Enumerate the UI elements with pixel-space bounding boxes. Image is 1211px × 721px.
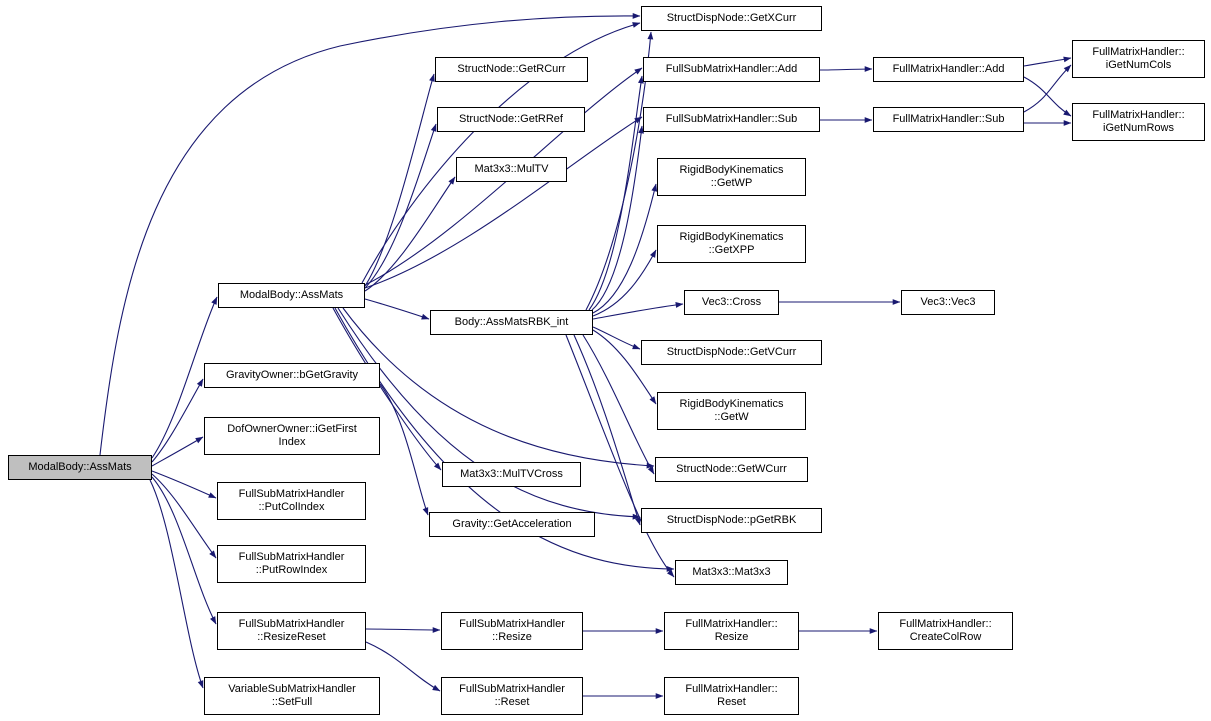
edge-fullmatrixhandler-add--fullmatrixhandler-igetnumcols [1023,56,1072,67]
node-structnode-getrref[interactable]: StructNode::GetRRef [437,107,585,132]
edge-modalbody-assmats-root--variablesubmatrixhandler-setfull [149,479,204,689]
node-fullsubmatrixhandler-reset[interactable]: FullSubMatrixHandler ::Reset [441,677,583,715]
edge-modalbody-assmats--structnode-getrref [364,123,437,289]
node-rigidbodykinematics-getxpp[interactable]: RigidBodyKinematics ::GetXPP [657,225,806,263]
edge-body-assmatsrbk-int--rigidbodykinematics-getxpp [592,249,657,317]
node-vec3-vec3[interactable]: Vec3::Vec3 [901,290,995,315]
edge-modalbody-assmats--structnode-getwcurr [342,307,655,469]
edge-body-assmatsrbk-int--structdispnode-getvcurr [592,326,641,350]
edge-modalbody-assmats-root--dofownerowner-igetfirstindex [151,436,204,467]
edge-body-assmatsrbk-int--mat3x3-mat3x3 [565,334,675,578]
node-dofownerowner-igetfirstindex[interactable]: DofOwnerOwner::iGetFirst Index [204,417,380,455]
node-fullmatrixhandler-resize[interactable]: FullMatrixHandler:: Resize [664,612,799,650]
node-variablesubmatrixhandler-setfull[interactable]: VariableSubMatrixHandler ::SetFull [204,677,380,715]
node-fullsubmatrixhandler-sub[interactable]: FullSubMatrixHandler::Sub [643,107,820,132]
edge-modalbody-assmats--mat3x3-multv [364,176,456,292]
node-structdispnode-getxcurr[interactable]: StructDispNode::GetXCurr [641,6,822,31]
node-mat3x3-multvcross[interactable]: Mat3x3::MulTVCross [442,462,581,487]
edge-gravityowner-bgetgravity--gravity-getacceleration [379,383,429,516]
node-fullsubmatrixhandler-putcolindex[interactable]: FullSubMatrixHandler ::PutColIndex [217,482,366,520]
node-rigidbodykinematics-getwp[interactable]: RigidBodyKinematics ::GetWP [657,158,806,196]
node-body-assmatsrbk-int[interactable]: Body::AssMatsRBK_int [430,310,593,335]
node-fullmatrixhandler-igetnumcols[interactable]: FullMatrixHandler:: iGetNumCols [1072,40,1205,78]
edge-modalbody-assmats-root--structdispnode-getxcurr [99,12,641,456]
edge-body-assmatsrbk-int--rigidbodykinematics-getw [592,329,657,405]
node-fullmatrixhandler-igetnumrows[interactable]: FullMatrixHandler:: iGetNumRows [1072,103,1205,141]
edge-fullsubmatrixhandler-add--fullmatrixhandler-add [819,66,873,72]
node-fullmatrixhandler-reset[interactable]: FullMatrixHandler:: Reset [664,677,799,715]
edge-fullmatrixhandler-add--fullmatrixhandler-igetnumrows [1023,76,1072,117]
edge-modalbody-assmats-root--gravityowner-bgetgravity [151,378,204,463]
edge-modalbody-assmats--body-assmatsrbk-int [364,298,430,320]
node-mat3x3-mat3x3[interactable]: Mat3x3::Mat3x3 [675,560,788,585]
node-fullsubmatrixhandler-putrowindex[interactable]: FullSubMatrixHandler ::PutRowIndex [217,545,366,583]
edge-body-assmatsrbk-int--vec3-cross [592,302,684,320]
edge-fullsubmatrixhandler-resizereset--fullsubmatrixhandler-reset [365,641,441,692]
edge-modalbody-assmats--structnode-getrcurr [364,73,435,287]
node-gravityowner-bgetgravity[interactable]: GravityOwner::bGetGravity [204,363,380,388]
edge-modalbody-assmats-root--fullsubmatrixhandler-resizereset [151,476,217,625]
edge-body-assmatsrbk-int--structdispnode-getxcurr [585,31,654,311]
edge-body-assmatsrbk-int--fullsubmatrixhandler-add [588,75,644,311]
edge-body-assmatsrbk-int--fullsubmatrixhandler-sub [591,125,645,311]
node-fullsubmatrixhandler-resizereset[interactable]: FullSubMatrixHandler ::ResizeReset [217,612,366,650]
node-fullsubmatrixhandler-add[interactable]: FullSubMatrixHandler::Add [643,57,820,82]
node-rigidbodykinematics-getw[interactable]: RigidBodyKinematics ::GetW [657,392,806,430]
node-vec3-cross[interactable]: Vec3::Cross [684,290,779,315]
node-structnode-getrcurr[interactable]: StructNode::GetRCurr [435,57,588,82]
edge-fullmatrixhandler-sub--fullmatrixhandler-igetnumcols [1023,64,1072,113]
edge-fullsubmatrixhandler-resizereset--fullsubmatrixhandler-resize [365,627,441,633]
node-modalbody-assmats-root: ModalBody::AssMats [8,455,152,480]
node-structdispnode-pgetrbk[interactable]: StructDispNode::pGetRBK [641,508,822,533]
edge-modalbody-assmats--fullsubmatrixhandler-sub [364,116,643,289]
node-gravity-getacceleration[interactable]: Gravity::GetAcceleration [429,512,595,537]
node-fullsubmatrixhandler-resize[interactable]: FullSubMatrixHandler ::Resize [441,612,583,650]
node-modalbody-assmats[interactable]: ModalBody::AssMats [218,283,365,308]
node-structnode-getwcurr[interactable]: StructNode::GetWCurr [655,457,808,482]
edge-body-assmatsrbk-int--rigidbodykinematics-getwp [592,183,658,314]
edge-modalbody-assmats-root--modalbody-assmats [151,296,218,459]
edge-modalbody-assmats-root--fullsubmatrixhandler-putrowindex [151,473,217,559]
edge-modalbody-assmats-root--fullsubmatrixhandler-putcolindex [151,470,217,499]
node-mat3x3-multv[interactable]: Mat3x3::MulTV [456,157,567,182]
node-structdispnode-getvcurr[interactable]: StructDispNode::GetVCurr [641,340,822,365]
node-fullmatrixhandler-sub[interactable]: FullMatrixHandler::Sub [873,107,1024,132]
edge-modalbody-assmats--mat3x3-multvcross [332,307,442,471]
edge-body-assmatsrbk-int--structnode-getwcurr [582,334,655,475]
node-fullmatrixhandler-createcolrow[interactable]: FullMatrixHandler:: CreateColRow [878,612,1013,650]
node-fullmatrixhandler-add[interactable]: FullMatrixHandler::Add [873,57,1024,82]
